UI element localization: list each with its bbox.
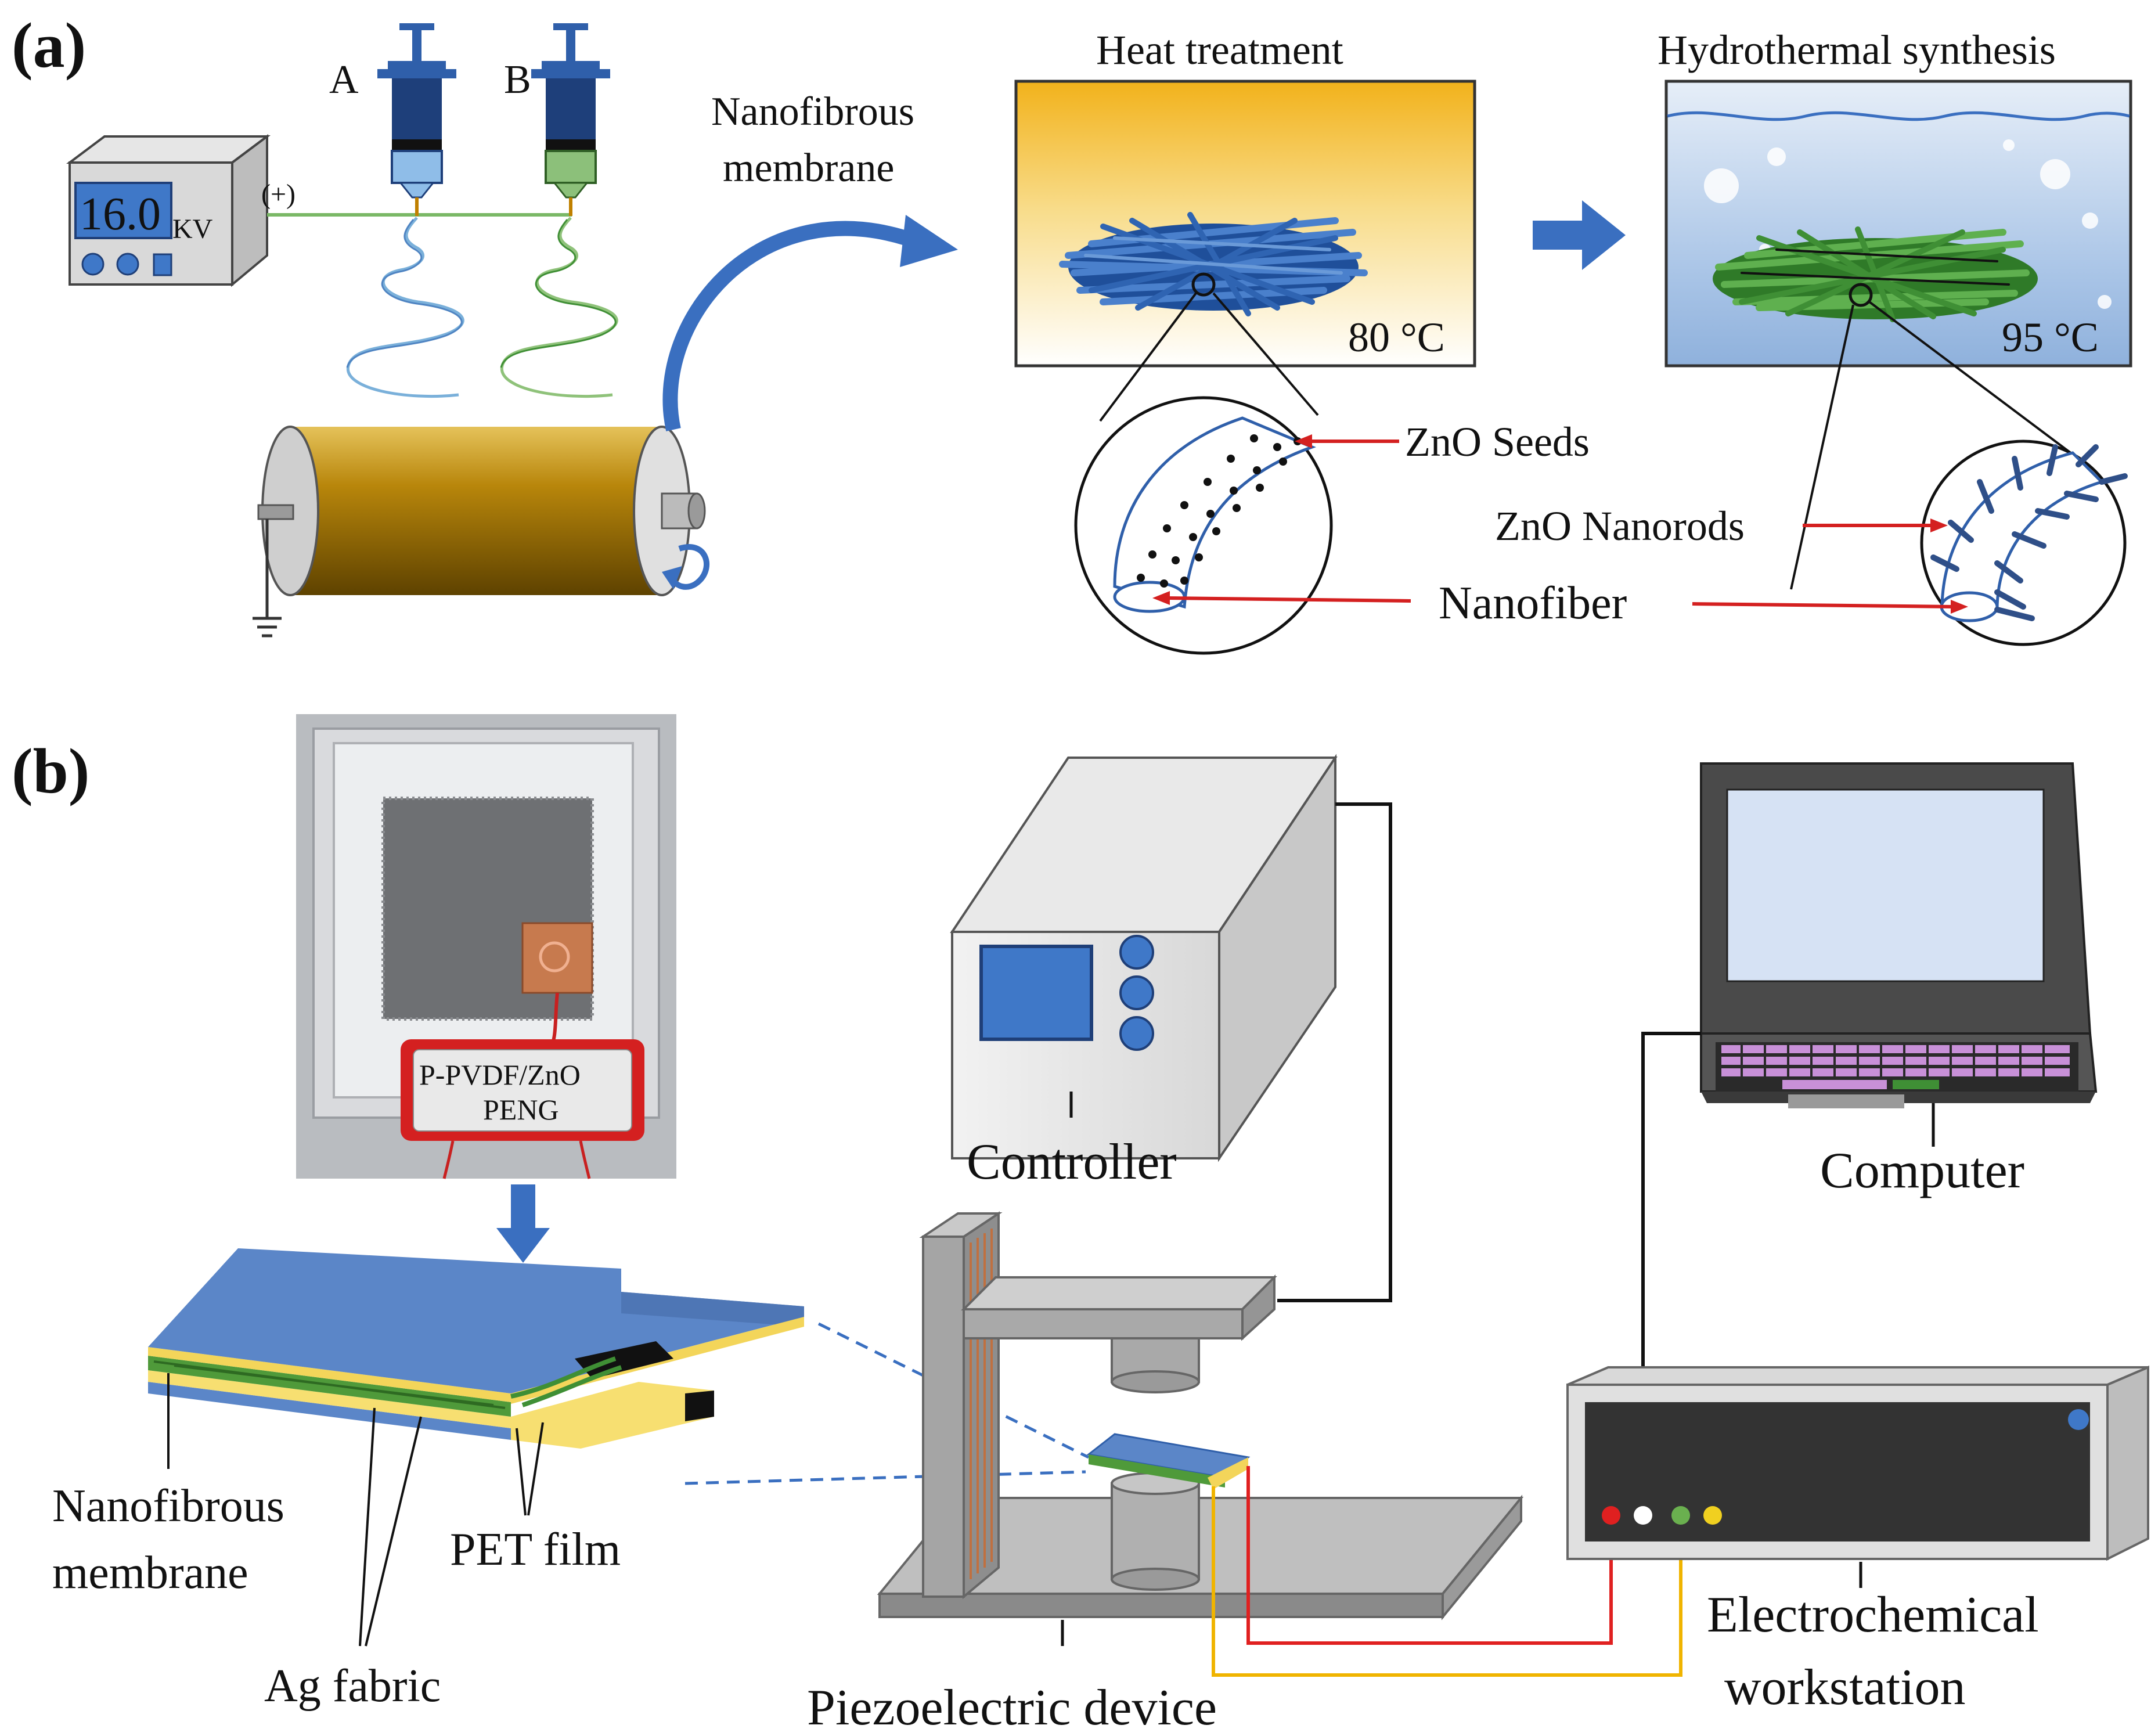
voltage-unit: KV	[172, 214, 213, 244]
membrane-transfer-arrow	[662, 215, 958, 431]
zoom-lines	[1099, 272, 2080, 590]
controller-wire	[1277, 802, 1392, 1302]
laptop-screen	[1726, 788, 2045, 982]
process-arrow	[1533, 200, 1626, 270]
electrochemical-workstation	[1566, 1365, 2149, 1561]
peng-photo: P-PVDF/ZnO PENG	[296, 714, 676, 1179]
water-surface	[1667, 111, 2130, 121]
controller-label: Controller	[967, 1134, 1177, 1190]
heat-treatment-title: Heat treatment	[1096, 27, 1343, 73]
membrane-label-line2: membrane	[723, 146, 894, 190]
zoom-circle-seeds	[1074, 396, 1333, 655]
blue-spiral-jet	[346, 217, 464, 398]
piezo-label: Piezoelectric device	[807, 1680, 1217, 1736]
heat-temp: 80 °C	[1348, 314, 1445, 361]
blue-fiber-mat	[1059, 212, 1368, 316]
bubbles	[1704, 139, 2112, 309]
panel-a-label: (a)	[12, 10, 86, 81]
projection-lines	[684, 1322, 1090, 1485]
layer-callouts	[167, 1373, 544, 1647]
photo-to-layers-arrow	[496, 1184, 550, 1263]
workstation-label-line2: workstation	[1724, 1659, 1966, 1716]
syringe-a-label: A	[329, 57, 359, 102]
green-fiber-mat	[1713, 226, 2038, 322]
controller-box	[950, 754, 1338, 1162]
zno-nanorods-label: ZnO Nanorods	[1495, 503, 1745, 549]
high-voltage-supply: 16.0 KV	[66, 134, 271, 287]
green-spiral-jet	[500, 217, 618, 398]
yellow-wire	[1212, 1486, 1682, 1677]
ag-fabric-label: Ag fabric	[264, 1661, 441, 1712]
red-wire	[1246, 1466, 1613, 1645]
nanofiber-label: Nanofiber	[1439, 578, 1627, 629]
laptop	[1700, 762, 2098, 1108]
photo-tag-line2: PENG	[483, 1093, 559, 1126]
heat-treatment-chamber	[1014, 80, 1476, 368]
zoom-circle-nanorods	[1920, 440, 2128, 646]
nanofiber-arrows	[1152, 591, 1968, 614]
syringe-b-label: B	[504, 57, 531, 102]
hydro-temp: 95 °C	[2002, 314, 2099, 361]
membrane-label-line1: Nanofibrous	[711, 89, 914, 134]
controller-screen	[979, 945, 1093, 1041]
polarity-label: (+)	[261, 179, 296, 210]
computer-wire	[1641, 1032, 1701, 1515]
voltage-value: 16.0	[80, 189, 161, 240]
computer-label: Computer	[1820, 1143, 2024, 1199]
pet-film-label: PET film	[450, 1524, 621, 1575]
collector-roller	[253, 426, 710, 638]
photo-tag-line1: P-PVDF/ZnO	[419, 1058, 581, 1091]
layered-device	[148, 1248, 807, 1449]
device-under-test	[1086, 1433, 1251, 1489]
green-terminal	[1671, 1506, 1690, 1525]
zno-seeds-label: ZnO Seeds	[1405, 419, 1590, 465]
nanorod-arrow	[1803, 518, 1948, 532]
hydrothermal-title: Hydrothermal synthesis	[1658, 27, 2056, 73]
red-terminal	[1602, 1506, 1620, 1525]
workstation-label-line1: Electrochemical	[1707, 1587, 2039, 1643]
syringe-a	[377, 23, 456, 216]
white-terminal	[1634, 1506, 1652, 1525]
voltage-display	[74, 182, 172, 239]
piezoelectric-stand	[877, 1211, 1524, 1620]
layer-membrane-line1: Nanofibrous	[52, 1481, 284, 1532]
syringe-b	[531, 23, 610, 216]
panel-b-label: (b)	[12, 736, 89, 806]
seed-arrow	[1295, 434, 1399, 448]
layer-membrane-line2: membrane	[52, 1547, 248, 1598]
yellow-terminal	[1703, 1506, 1722, 1525]
